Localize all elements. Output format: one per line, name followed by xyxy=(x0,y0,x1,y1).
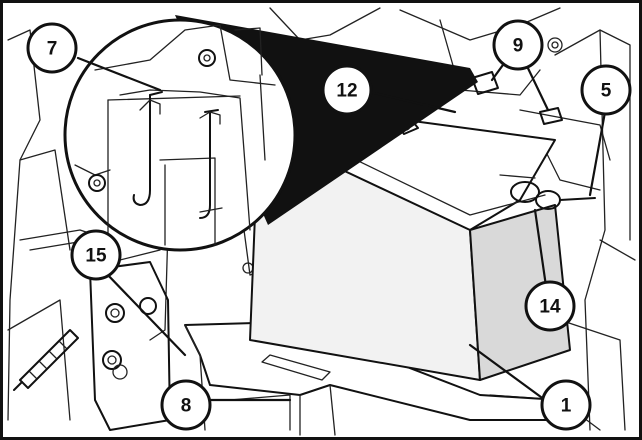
leader-15 xyxy=(103,270,187,357)
bolt-icon xyxy=(139,297,157,315)
leader-1 xyxy=(468,343,547,402)
callout-9: 9 xyxy=(492,19,544,71)
callout-label: 14 xyxy=(539,297,561,318)
callout-label: 12 xyxy=(336,81,357,102)
detail-magnifier xyxy=(63,15,478,252)
leader-5 xyxy=(588,110,607,197)
left-mounting-bracket xyxy=(13,261,171,431)
callout-15: 15 xyxy=(70,229,122,281)
callout-label: 15 xyxy=(85,246,107,267)
leader-7 xyxy=(76,56,162,92)
leader-9b xyxy=(523,60,550,112)
bolt-icon xyxy=(102,350,122,370)
bolt-icon xyxy=(105,303,125,323)
callout-5: 5 xyxy=(580,64,632,116)
mounting-tab xyxy=(539,107,563,125)
magnifier-circle xyxy=(63,18,297,252)
callout-1: 1 xyxy=(540,379,592,431)
callout-7: 7 xyxy=(26,22,78,74)
callout-label: 8 xyxy=(181,396,192,417)
mounting-tab xyxy=(471,71,499,95)
terminal-cover xyxy=(510,181,540,203)
callout-label: 1 xyxy=(561,396,572,417)
cable-connector xyxy=(19,329,79,389)
callout-label: 9 xyxy=(513,36,524,57)
callout-label: 7 xyxy=(47,39,58,60)
callout-label: 5 xyxy=(601,81,612,102)
callout-14: 14 xyxy=(524,280,576,332)
callout-12: 12 xyxy=(321,64,373,116)
leader-lines xyxy=(76,56,607,402)
leader-12 xyxy=(368,90,457,114)
callout-8: 8 xyxy=(160,379,212,431)
bolt-icon xyxy=(198,49,216,67)
bolt-icon xyxy=(88,174,106,192)
